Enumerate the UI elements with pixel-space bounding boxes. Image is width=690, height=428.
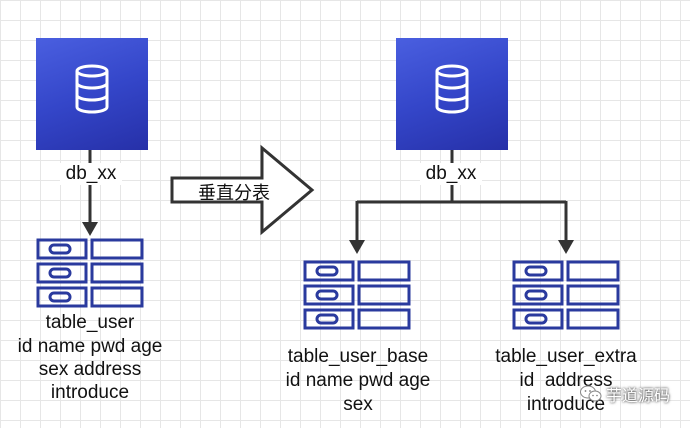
source-table-fields-2: sex address [38, 359, 142, 380]
watermark-text: 芋道源码 [605, 386, 670, 405]
base-table-icon [303, 260, 411, 330]
source-table-fields-1: id name pwd age [17, 336, 163, 357]
transform-arrow-icon [170, 144, 315, 236]
extra-table-name: table_user_extra [495, 346, 637, 367]
base-table-fields-1: id name pwd age [285, 370, 431, 391]
watermark: 芋道源码 [579, 382, 670, 406]
target-db-label: db_xx [420, 163, 482, 185]
extra-arrowhead [558, 240, 574, 254]
source-table-name: table_user [45, 312, 135, 333]
transform-label: 垂直分表 [198, 183, 270, 204]
extra-table-fields-2: introduce [526, 394, 606, 415]
database-icon [75, 64, 109, 114]
base-arrowhead [349, 240, 365, 254]
database-icon [435, 64, 469, 114]
base-table-fields-2: sex [343, 394, 373, 415]
source-table-fields-3: introduce [50, 382, 130, 403]
target-database-box [396, 38, 508, 150]
extra-table-icon [512, 260, 620, 330]
extra-table-fields-1: id address [519, 370, 613, 391]
wechat-icon [579, 385, 602, 402]
source-table-icon [36, 238, 144, 308]
source-db-label: db_xx [60, 163, 122, 185]
source-arrowhead [82, 222, 98, 236]
base-table-name: table_user_base [287, 346, 429, 367]
source-database-box [36, 38, 148, 150]
